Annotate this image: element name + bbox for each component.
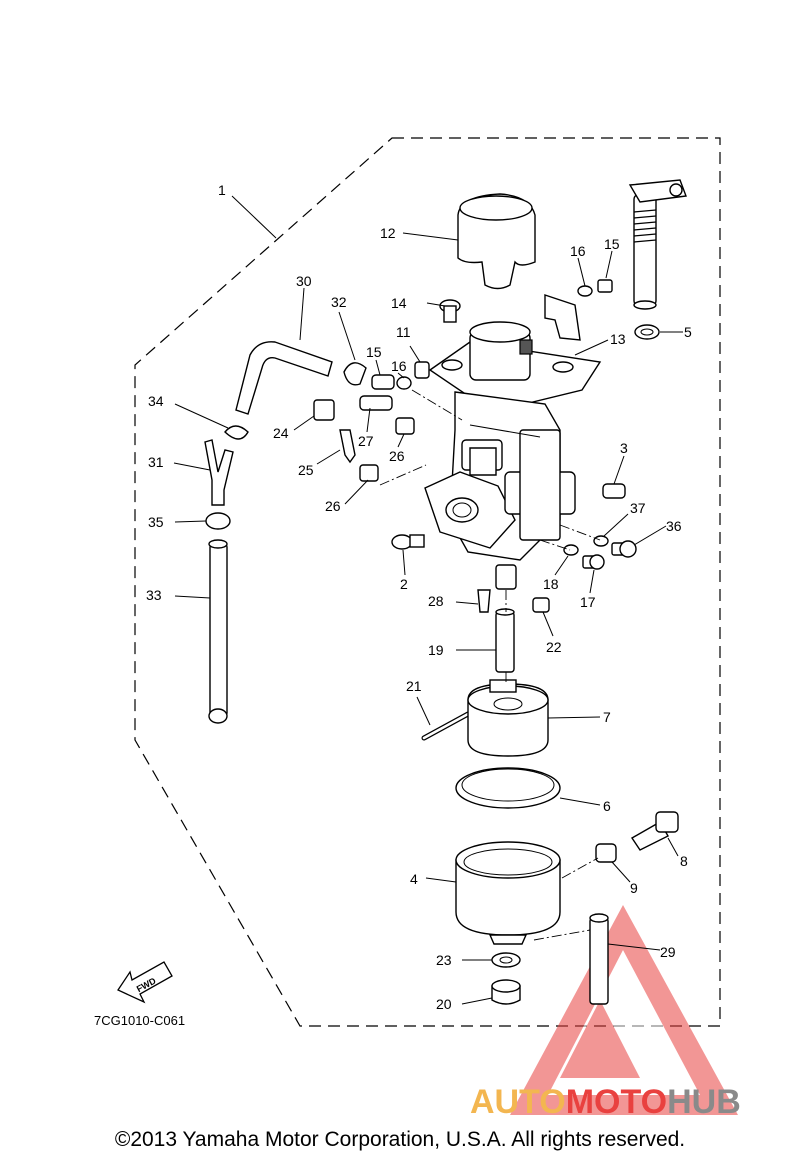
part-28-jet [477, 589, 491, 613]
callout-16b: 16 [391, 358, 407, 374]
callout-26: 26 [389, 448, 405, 464]
callout-11: 11 [396, 324, 411, 340]
callout-labels: 1 12 16 15 30 32 14 15 16 11 13 5 34 24 … [146, 182, 692, 1012]
part-14-screw [439, 299, 461, 323]
part-7-float [467, 679, 549, 757]
watermark-part2: MOTO [566, 1083, 667, 1121]
callout-36: 36 [666, 518, 682, 534]
callout-27: 27 [358, 433, 374, 449]
callout-33: 33 [146, 587, 162, 603]
drawing-code: 7CG1010-C061 [94, 1013, 185, 1028]
callout-5: 5 [684, 324, 692, 340]
callout-13: 13 [610, 331, 626, 347]
callout-23: 23 [436, 952, 452, 968]
assembly-boundary [134, 137, 721, 1027]
part-11-plug [414, 361, 430, 379]
main-nozzle [495, 564, 517, 590]
part-25-needle [339, 429, 356, 464]
fwd-arrow-icon: FWD [117, 961, 173, 1004]
callout-32: 32 [331, 294, 347, 310]
callout-14: 14 [391, 295, 407, 311]
callout-24: 24 [273, 425, 289, 441]
callout-19: 19 [428, 642, 444, 658]
callout-21: 21 [406, 678, 422, 694]
callout-16: 16 [570, 243, 586, 259]
part-22-screw [532, 597, 550, 613]
part-15-screw-left [371, 374, 395, 390]
callout-25: 25 [298, 462, 314, 478]
callout-34: 34 [148, 393, 164, 409]
callout-4: 4 [410, 871, 418, 887]
callout-28: 28 [428, 593, 444, 609]
part-18-washer [563, 544, 579, 556]
part-17-screw [582, 554, 605, 570]
watermark-part1: AUTO [470, 1083, 566, 1121]
watermark-text: AUTOMOTOHUB [470, 1083, 741, 1121]
callout-15: 15 [604, 236, 620, 252]
callout-26b: 26 [325, 498, 341, 514]
callout-7: 7 [603, 709, 611, 725]
part-15-choke-shaft [628, 179, 687, 310]
copyright-notice: ©2013 Yamaha Motor Corporation, U.S.A. A… [114, 1128, 686, 1151]
callout-3: 3 [620, 440, 628, 456]
callout-30: 30 [296, 273, 312, 289]
part-33-tube [208, 539, 228, 724]
callout-29: 29 [660, 944, 676, 960]
part-6-gasket [455, 767, 561, 809]
callout-2: 2 [400, 576, 408, 592]
leader-lines [173, 195, 683, 1005]
callout-35: 35 [148, 514, 164, 530]
part-35-clamp [205, 512, 231, 530]
callout-1: 1 [218, 182, 226, 198]
part-36-screw [611, 540, 637, 558]
callout-18: 18 [543, 576, 559, 592]
part-30-hose [235, 341, 333, 415]
part-31-t-fitting [204, 439, 234, 506]
part-20-drain-bolt [491, 979, 521, 1005]
callout-12: 12 [380, 225, 396, 241]
part-2-screw [391, 534, 425, 550]
choke-lever-bracket [544, 294, 581, 341]
callout-15b: 15 [366, 344, 382, 360]
callout-17: 17 [580, 594, 596, 610]
callout-20: 20 [436, 996, 452, 1012]
part-37-washer [593, 535, 609, 547]
construction-lines [379, 389, 601, 941]
callout-8: 8 [680, 853, 688, 869]
watermark-logo [510, 905, 738, 1115]
part-3-spring [602, 483, 626, 499]
part-34-clip [224, 425, 249, 440]
part-32-clip [343, 362, 367, 386]
part-12-cap [457, 193, 536, 290]
part-19-emulsion-tube [495, 608, 515, 673]
watermark-part3: HUB [667, 1083, 741, 1121]
part-16-washer [577, 285, 593, 297]
part-16-washer-left [396, 376, 412, 390]
part-4-float-bowl [455, 841, 561, 945]
part-23-washer [491, 952, 521, 968]
part-29-drain-tube [589, 913, 609, 1005]
part-27-pilot-screw [359, 395, 393, 411]
part-8-drain-screw [631, 811, 679, 851]
carburetor-body [424, 391, 576, 561]
callout-6: 6 [603, 798, 611, 814]
part-26-spring [395, 417, 415, 435]
callout-22: 22 [546, 639, 562, 655]
part-26-spring-lower [359, 464, 379, 482]
callout-9: 9 [630, 880, 638, 896]
callout-31: 31 [148, 454, 164, 470]
callout-37: 37 [630, 500, 646, 516]
part-15-screw [597, 279, 613, 293]
part-24-cap [313, 399, 335, 421]
part-9-spring [595, 843, 617, 863]
